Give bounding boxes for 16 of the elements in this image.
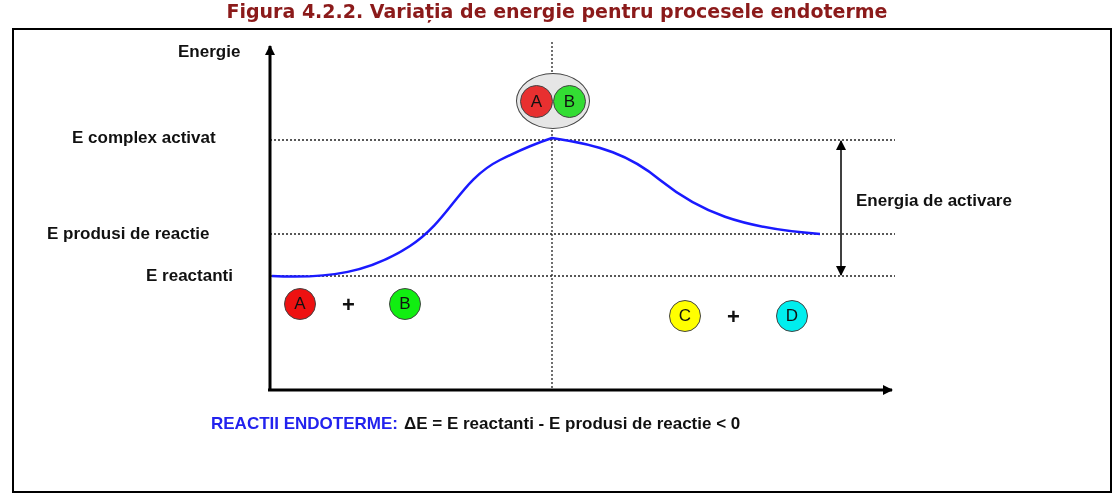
level-label: E complex activat (72, 128, 216, 148)
molecule-circle: B (553, 85, 586, 118)
molecule-circle: C (669, 300, 701, 332)
plus-sign: + (727, 304, 740, 330)
level-label: E produsi de reactie (47, 224, 210, 244)
level-label: E reactanti (146, 266, 233, 286)
molecule-circle: A (520, 85, 553, 118)
energy-formula: ΔE = E reactanti - E produsi de reactie < 0 (404, 414, 741, 434)
molecule-circle: A (284, 288, 316, 320)
molecule-circle: D (776, 300, 808, 332)
reaction-type-label: REACTII ENDOTERME: (211, 414, 398, 434)
molecule-circle: B (389, 288, 421, 320)
figure-title: Figura 4.2.2. Variația de energie pentru procesele endoterme (225, 0, 889, 22)
plus-sign: + (342, 292, 355, 318)
axis-label: Energie (178, 42, 241, 62)
dimension-label: Energia de activare (856, 191, 1012, 211)
